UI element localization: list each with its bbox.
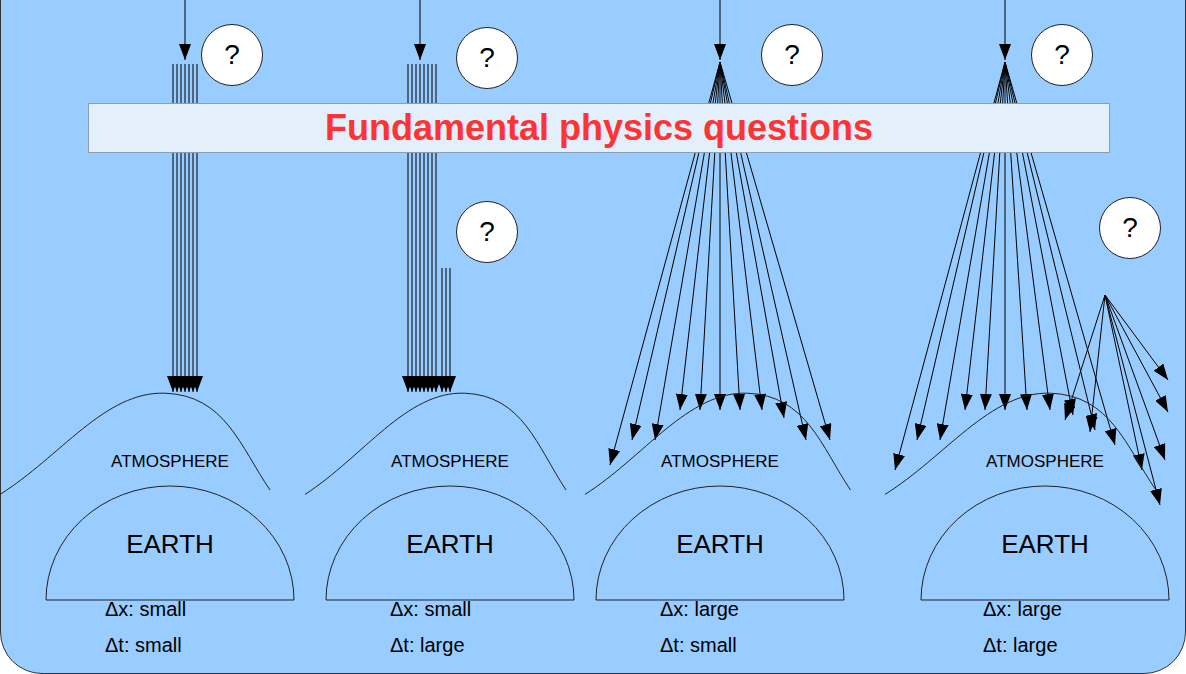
- outline-path: [0, 393, 270, 494]
- parameter-label: Δx: large: [983, 598, 1062, 621]
- parameter-label: Δt: small: [660, 634, 737, 657]
- earth-dome: EARTH: [45, 485, 295, 600]
- question-circle: ?: [1099, 197, 1161, 259]
- shape-outline: [885, 380, 1186, 600]
- question-circle: ?: [1031, 24, 1093, 86]
- incoming-arrow: [420, 0, 421, 60]
- outline-path: [305, 393, 566, 494]
- outline-path: [326, 486, 574, 600]
- outline-path: [46, 486, 294, 600]
- parameter-label: Δx: large: [660, 598, 739, 621]
- earth-label: EARTH: [920, 529, 1170, 560]
- delayed-ray: [1105, 295, 1168, 380]
- earth-label: EARTH: [45, 529, 295, 560]
- atmosphere-label: ATMOSPHERE: [325, 452, 575, 472]
- question-mark: ?: [1054, 41, 1070, 69]
- earth-dome: EARTH: [595, 485, 845, 600]
- parameter-label: Δx: small: [390, 598, 471, 621]
- delayed-ray: [1105, 295, 1165, 460]
- atmosphere-label: ATMOSPHERE: [45, 452, 295, 472]
- question-circle: ?: [201, 24, 263, 86]
- earth-dome: EARTH: [920, 485, 1170, 600]
- parameter-label: Δt: large: [983, 634, 1058, 657]
- shape-outline: [585, 380, 880, 600]
- delayed-ray: [442, 268, 443, 392]
- shape-outline: [305, 380, 595, 600]
- incoming-arrow: [1005, 0, 1006, 60]
- outline-path: [885, 393, 1156, 494]
- title-band: Fundamental physics questions: [88, 103, 1110, 153]
- delayed-ray: [1105, 295, 1168, 412]
- delayed-ray: [446, 268, 447, 392]
- question-mark: ?: [479, 218, 495, 246]
- question-circle: ?: [456, 201, 518, 263]
- band-title: Fundamental physics questions: [325, 107, 873, 149]
- question-mark: ?: [1122, 214, 1138, 242]
- delayed-ray: [450, 268, 451, 392]
- question-mark: ?: [479, 44, 495, 72]
- incoming-arrow: [720, 0, 721, 60]
- atmosphere-label: ATMOSPHERE: [920, 452, 1170, 472]
- atmosphere-region: ATMOSPHERE EARTH: [885, 380, 1186, 600]
- atmosphere-region: ATMOSPHERE EARTH: [0, 380, 300, 600]
- earth-label: EARTH: [325, 529, 575, 560]
- atmosphere-region: ATMOSPHERE EARTH: [585, 380, 880, 600]
- parameter-label: Δt: small: [105, 634, 182, 657]
- earth-dome: EARTH: [325, 485, 575, 600]
- parameter-label: Δt: large: [390, 634, 465, 657]
- atmosphere-label: ATMOSPHERE: [595, 452, 845, 472]
- delayed-ray: [1090, 295, 1105, 432]
- outline-path: [585, 393, 851, 494]
- delayed-ray: [1105, 295, 1160, 505]
- question-circle: ?: [761, 24, 823, 86]
- outline-path: [596, 486, 844, 600]
- atmosphere-region: ATMOSPHERE EARTH: [305, 380, 595, 600]
- incoming-arrow: [185, 0, 186, 60]
- question-circle: ?: [456, 27, 518, 89]
- parameter-label: Δx: small: [105, 598, 186, 621]
- shape-outline: [0, 380, 300, 600]
- earth-label: EARTH: [595, 529, 845, 560]
- question-mark: ?: [784, 41, 800, 69]
- outline-path: [921, 486, 1169, 600]
- question-mark: ?: [224, 41, 240, 69]
- ray-group: [173, 0, 1168, 505]
